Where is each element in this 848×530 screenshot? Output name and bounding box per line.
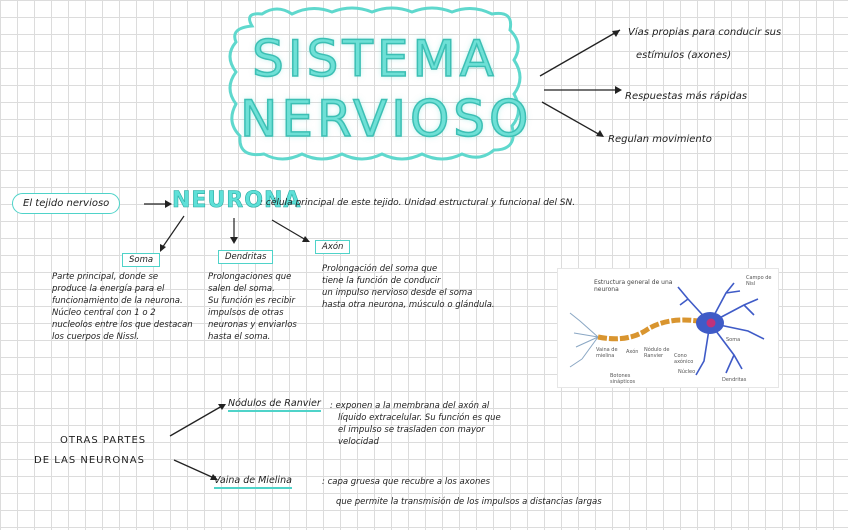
title-bullet-1b: estímulos (axones) bbox=[636, 50, 732, 61]
axon-line: hasta otra neurona, músculo o glándula. bbox=[322, 300, 495, 310]
neurona-definition: : célula principal de este tejido. Unida… bbox=[260, 198, 576, 208]
dendritas-line: salen del soma. bbox=[208, 284, 275, 294]
diagram-label: Cono axónico bbox=[674, 353, 694, 365]
otras-heading-2: DE LAS NEURONAS bbox=[34, 455, 145, 466]
axon-line: tiene la función de conducir bbox=[322, 276, 441, 286]
diagram-label: Axón bbox=[626, 349, 639, 355]
ranvier-label: Nódulos de Ranvier bbox=[228, 398, 321, 412]
diagram-label: Botones sinápticos bbox=[610, 373, 636, 385]
axon-label: Axón bbox=[315, 240, 351, 254]
ranvier-line: velocidad bbox=[338, 437, 379, 447]
axon-line: Prolongación del soma que bbox=[322, 264, 438, 274]
ranvier-line: el impulso se trasladen con mayor bbox=[338, 425, 485, 435]
mielina-line: que permite la transmisión de los impuls… bbox=[336, 497, 602, 507]
diagram-label: Nódulo de Ranvier bbox=[644, 347, 670, 359]
title-cloud bbox=[228, 6, 522, 161]
diagram-label: Dendritas bbox=[722, 377, 747, 383]
ranvier-text: : exponen a la membrana del axón al líqu… bbox=[330, 400, 550, 448]
neurona-heading: NEURONA bbox=[172, 188, 302, 214]
neuron-diagram: Estructura general de una neurona Campo … bbox=[557, 268, 779, 388]
otras-arrows bbox=[169, 404, 226, 480]
dendritas-line: Su función es recibir bbox=[208, 296, 295, 306]
title-bullet-2: Respuestas más rápidas bbox=[625, 91, 748, 102]
mielina-label: Vaina de Mielina bbox=[214, 475, 292, 489]
soma-label: Soma bbox=[122, 253, 161, 267]
dendritas-line: hasta el soma. bbox=[208, 332, 271, 342]
soma-line: nucleolos entre los que destacan bbox=[52, 320, 193, 330]
title-arrows bbox=[539, 29, 622, 137]
axon-line: un impulso nervioso desde el soma bbox=[322, 288, 473, 298]
diagram-label: Soma bbox=[726, 337, 741, 343]
dendritas-label: Dendritas bbox=[218, 250, 274, 264]
diagram-label: Campo de Nisl bbox=[746, 275, 772, 287]
title-bullet-1: Vías propias para conducir sus bbox=[628, 27, 782, 38]
title-line1: SISTEMA bbox=[251, 29, 498, 89]
diagram-title: Estructura general de una neurona bbox=[594, 279, 673, 293]
soma-line: Núcleo central con 1 o 2 bbox=[52, 308, 156, 318]
tejido-label: El tejido nervioso bbox=[23, 198, 110, 209]
diagram-label: Vaina de mielina bbox=[596, 347, 618, 359]
ranvier-line: líquido extracelular. Su función es que bbox=[338, 413, 501, 423]
mielina-text: : capa gruesa que recubre a los axones q… bbox=[322, 476, 682, 508]
diagram-label: Núcleo bbox=[678, 369, 696, 375]
soma-line: funcionamiento de la neurona. bbox=[52, 296, 183, 306]
soma-line: produce la energía para el bbox=[52, 284, 165, 294]
axon-text: Prolongación del soma que tiene la funci… bbox=[322, 263, 532, 311]
mielina-line: : capa gruesa que recubre a los axones bbox=[322, 477, 491, 487]
neuron-illustration bbox=[569, 282, 765, 376]
soma-line: Parte principal, donde se bbox=[52, 272, 159, 282]
dendritas-line: Prolongaciones que bbox=[208, 272, 292, 282]
dendritas-text: Prolongaciones que salen del soma. Su fu… bbox=[208, 271, 320, 343]
dendritas-line: impulsos de otras bbox=[208, 308, 284, 318]
dendritas-line: neuronas y enviarlos bbox=[208, 320, 297, 330]
tejido-label-box: El tejido nervioso bbox=[12, 193, 121, 214]
soma-line: los cuerpos de Nissl. bbox=[52, 332, 140, 342]
title-bullet-3: Regulan movimiento bbox=[608, 134, 712, 145]
ranvier-line: : exponen a la membrana del axón al bbox=[330, 401, 490, 411]
tejido-arrow bbox=[144, 200, 172, 208]
title-line2: NERVIOSO bbox=[239, 89, 533, 149]
soma-text: Parte principal, donde se produce la ene… bbox=[52, 271, 200, 343]
otras-heading-1: OTRAS PARTES bbox=[60, 435, 147, 446]
neurona-arrows bbox=[160, 215, 310, 252]
